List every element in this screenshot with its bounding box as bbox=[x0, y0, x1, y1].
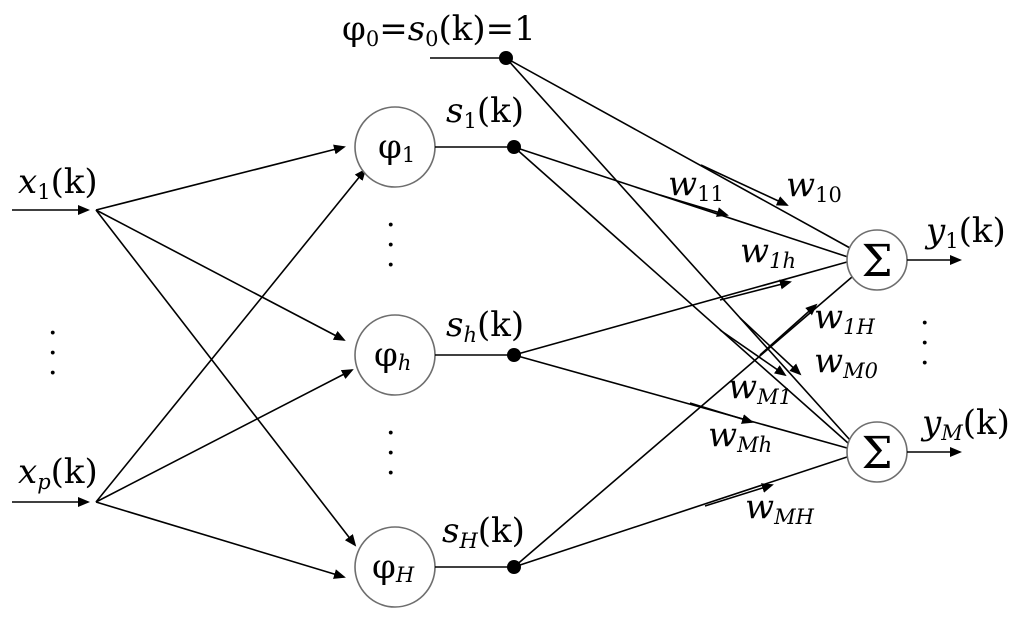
svg-text:·: · bbox=[920, 346, 930, 381]
sum-symbol-M: Σ bbox=[861, 428, 892, 479]
svg-text:·: · bbox=[386, 228, 396, 263]
label-wM1: wM1 bbox=[728, 367, 792, 409]
svg-text:·: · bbox=[48, 336, 58, 371]
edge-x1-phi1 bbox=[95, 144, 346, 211]
label-sH: sH(k) bbox=[442, 511, 525, 553]
label-w10: w10 bbox=[786, 165, 842, 207]
label-phih: φh bbox=[374, 335, 411, 375]
w1H-arrow bbox=[759, 303, 818, 356]
label-phiH: φH bbox=[372, 547, 415, 587]
label-phi1: φ1 bbox=[378, 127, 415, 167]
w10-arrow bbox=[700, 164, 789, 206]
edge-x1-phiH bbox=[95, 209, 357, 547]
label-w1H: w1H bbox=[814, 297, 875, 339]
edge-x1-phih bbox=[95, 209, 346, 341]
w11-arrow bbox=[659, 194, 729, 217]
edge-sh-sumM bbox=[513, 354, 848, 449]
edge-xp-phih bbox=[95, 369, 354, 503]
edge-s1-sumM bbox=[513, 146, 849, 444]
edge-sH-sum1 bbox=[513, 276, 853, 568]
edge-sh-sum1 bbox=[513, 261, 848, 356]
wM1-arrow bbox=[719, 329, 787, 377]
label-x1: x1(k) bbox=[18, 162, 98, 204]
svg-text:·: · bbox=[48, 356, 58, 391]
label-wM0: wM0 bbox=[814, 341, 878, 383]
edge-xp-phiH bbox=[95, 501, 346, 579]
svg-text:·: · bbox=[386, 208, 396, 243]
edge-bias-sumM bbox=[505, 57, 851, 441]
label-wMH: wMH bbox=[745, 487, 815, 529]
svg-text:·: · bbox=[920, 326, 930, 361]
label-yM: yM(k) bbox=[920, 403, 1010, 445]
edge-xp-phi1 bbox=[95, 168, 367, 503]
label-y1: y1(k) bbox=[924, 211, 1006, 253]
svg-text:·: · bbox=[920, 306, 930, 341]
svg-text:·: · bbox=[48, 316, 58, 351]
wMH-arrow bbox=[704, 483, 774, 507]
ellipsis-inputs: · · · bbox=[48, 316, 58, 391]
w1h-arrow bbox=[719, 279, 792, 301]
label-wMh: wMh bbox=[708, 415, 772, 457]
label-w1h: w1h bbox=[740, 231, 796, 273]
svg-text:·: · bbox=[386, 436, 396, 471]
edge-sH-sumM bbox=[513, 456, 848, 568]
sum-symbol-1: Σ bbox=[861, 236, 892, 287]
label-w11: w11 bbox=[668, 164, 724, 206]
label-sh: sh(k) bbox=[446, 305, 524, 347]
svg-text:·: · bbox=[386, 248, 396, 283]
label-s1: s1(k) bbox=[446, 91, 524, 133]
ellipsis-outputs: · · · bbox=[920, 306, 930, 381]
ellipsis-hidden-upper: · · · bbox=[386, 208, 396, 283]
svg-text:·: · bbox=[386, 416, 396, 451]
edge-bias-sum1 bbox=[505, 57, 851, 249]
label-xp: xp(k) bbox=[18, 452, 98, 494]
label-bias: φ0=s0(k)=1 bbox=[342, 9, 536, 51]
ellipsis-hidden-lower: · · · bbox=[386, 416, 396, 491]
svg-text:·: · bbox=[386, 456, 396, 491]
